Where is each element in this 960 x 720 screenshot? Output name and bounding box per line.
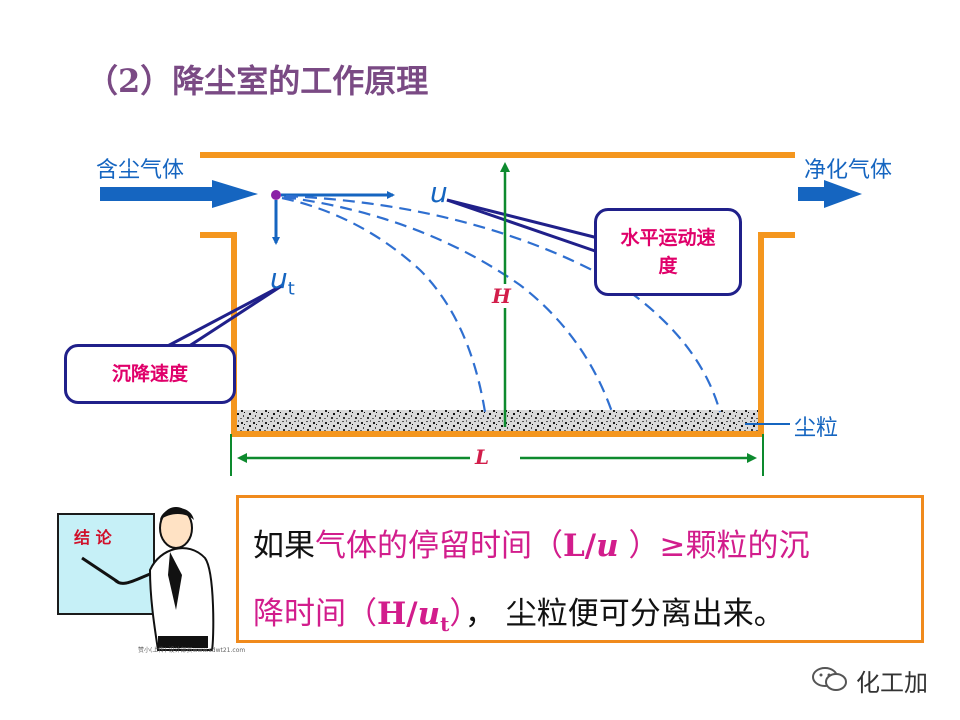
title-text: 降尘室的工作原理 [172,62,429,100]
conclusion-line-1: 如果气体的停留时间（L/u ）≥颗粒的沉 [253,528,810,564]
callout-settling-leader-2 [179,283,284,354]
trajectory-1 [281,196,487,413]
trajectory-3 [285,194,722,413]
teacher-figure [57,507,215,651]
trajectory-2 [283,195,614,413]
settling-velocity-symbol: ut [270,262,295,300]
callout-settling-leader-1 [159,283,284,352]
dust-layer [237,410,758,431]
particles-label: 尘粒 [794,416,839,441]
callout-settling-velocity: 沉降速度 [64,344,236,404]
outlet-arrow [798,180,862,208]
wechat-icon [812,667,847,691]
title-number: （2） [86,62,173,100]
chamber-right-wall [758,232,795,434]
inlet-label: 含尘气体 [96,158,185,183]
settling-velocity-subscript: t [287,278,295,300]
callout-horizontal-velocity: 水平运动速度 [594,208,742,296]
conclusion-line-2: 降时间（H/ut）， 尘粒便可分离出来。 [253,596,785,637]
page-title: （2）降尘室的工作原理 [86,56,428,102]
particle-trajectories [281,194,722,413]
callout-horizontal-leader-2 [446,198,599,254]
height-label: H [490,284,513,308]
outlet-label: 净化气体 [804,158,893,183]
conclusion-box: 如果气体的停留时间（L/u ）≥颗粒的沉 降时间（H/ut）， 尘粒便可分离出来… [236,495,924,643]
callout-horizontal-leader-1 [446,198,599,240]
settling-velocity-u: u [270,262,288,295]
particle-dot [271,190,281,200]
horizontal-velocity-symbol: u [430,176,448,209]
tiny-caption: 赞小(上传) 设计部员www.sdwt21.com [138,647,246,654]
length-label: L [475,445,490,469]
watermark-text: 化工加 [856,669,928,697]
conclusion-board [57,513,155,615]
inlet-arrow [100,180,258,208]
pointer-stick [81,556,119,584]
board-label: 结 论 [74,528,112,547]
